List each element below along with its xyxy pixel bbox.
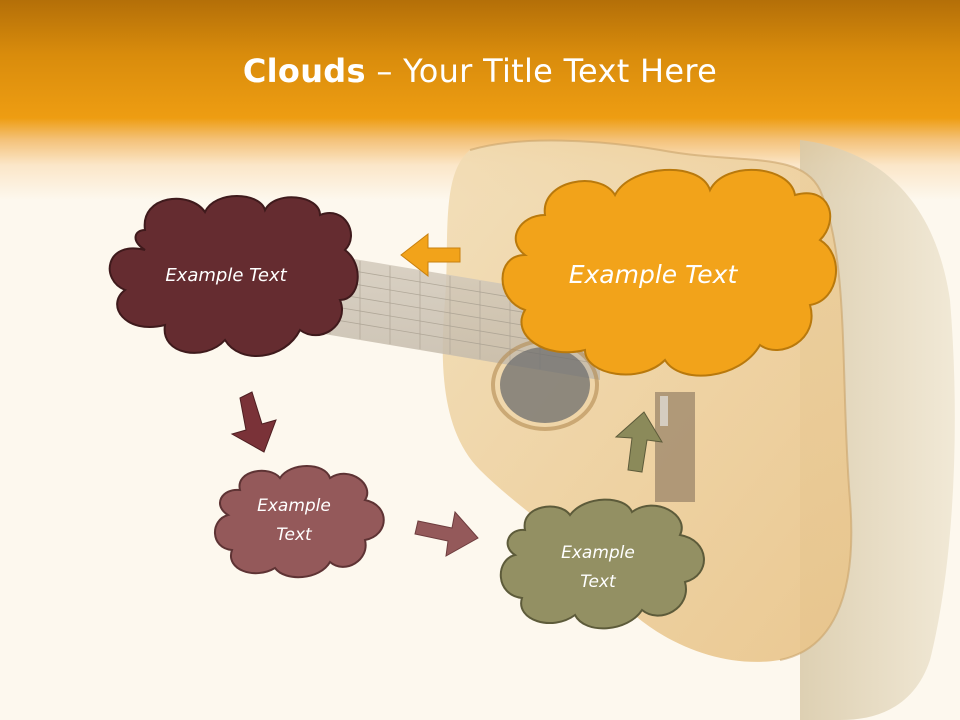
cloud-shape-1[interactable]: Example Text <box>108 195 359 357</box>
arrow-down <box>230 391 277 453</box>
cloud-shape-3[interactable]: Example Text <box>214 465 385 579</box>
arrow-up <box>614 411 663 473</box>
cloud-shape-4[interactable]: Example Text <box>499 498 705 630</box>
cloud-3-text-line1: Example <box>257 496 331 516</box>
title-rest: Your Title Text Here <box>403 52 718 90</box>
cloud-4-text-line1: Example <box>561 543 635 563</box>
arrow-left <box>400 232 461 278</box>
cloud-shape-2[interactable]: Example Text <box>501 169 837 377</box>
cloud-2-text: Example Text <box>569 260 739 289</box>
cloud-4-text-line2: Text <box>580 572 617 592</box>
cloud-1-text: Example Text <box>165 265 287 286</box>
arrow-right <box>414 510 479 557</box>
title-bold: Clouds <box>242 52 366 90</box>
slide-title: Clouds – Your Title Text Here <box>0 52 960 90</box>
title-separator: – <box>365 52 404 90</box>
cloud-3-text-line2: Text <box>276 525 313 545</box>
